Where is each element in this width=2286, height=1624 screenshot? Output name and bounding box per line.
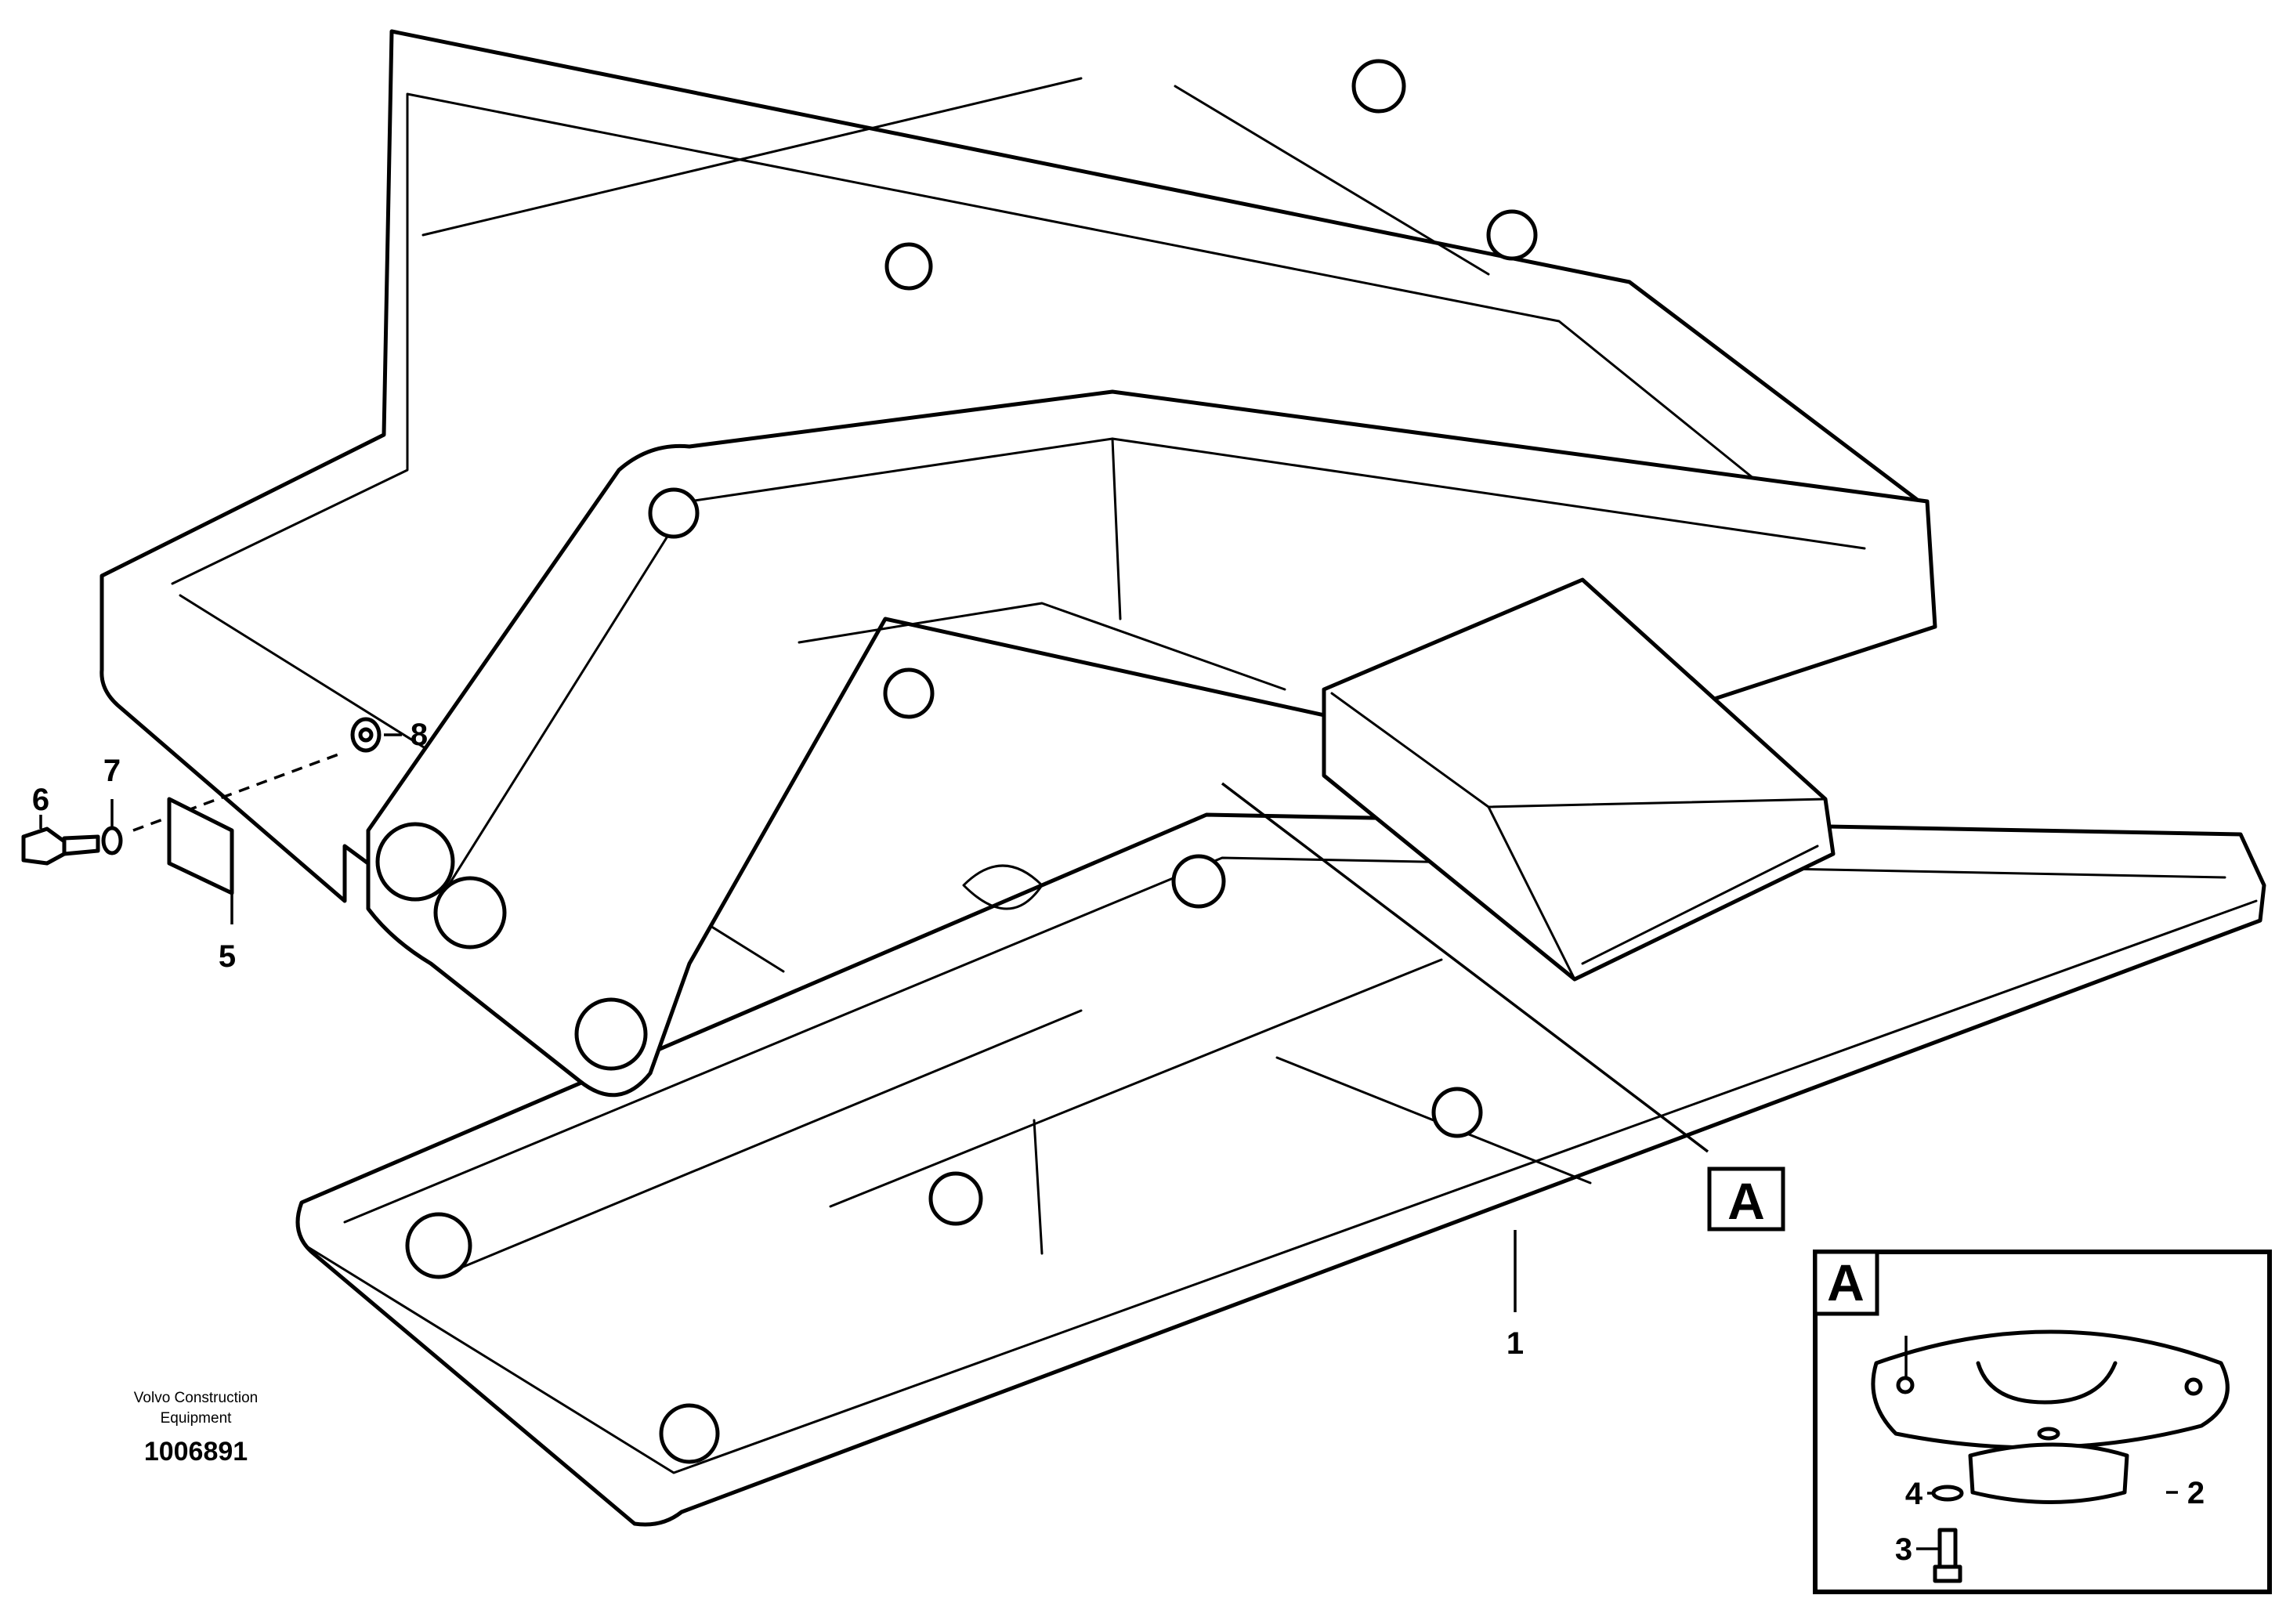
callout-1: 1 [1507,1326,1524,1361]
detail-a-inset: A [1813,1250,2272,1594]
callout-2: 2 [2187,1476,2205,1510]
callout-leaders [39,733,2178,1550]
credit-line-1: Volvo Construction [133,1390,259,1406]
detail-leader [1221,782,1709,1153]
drawing-number: 1006891 [143,1437,248,1467]
left-hardware [21,717,382,895]
credit-line-2: Equipment [160,1410,232,1427]
callout-5: 5 [219,939,236,974]
callout-7: 7 [103,754,121,788]
callout-3: 3 [1895,1532,1912,1567]
detail-reference-label: A [1727,1172,1765,1230]
detail-a-label: A [1827,1253,1865,1311]
front-frame [295,812,2266,1527]
callout-4: 4 [1905,1477,1923,1511]
callout-6: 6 [32,783,49,817]
detail-reference-box: A [1707,1166,1785,1232]
callout-8: 8 [411,718,428,752]
right-box [1322,577,1836,982]
center-beam [366,389,1937,1098]
